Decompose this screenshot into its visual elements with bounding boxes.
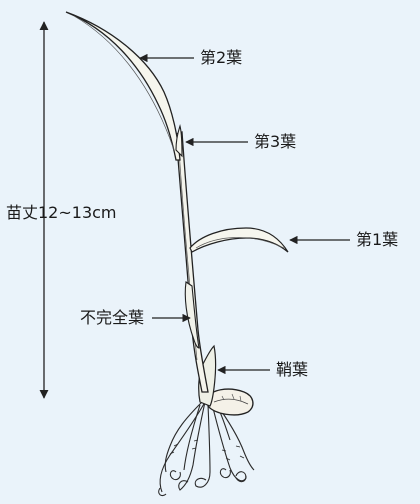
height-label: 苗丈12~13cm (6, 203, 117, 222)
leaf-1 (189, 227, 289, 253)
leaf3-label: 第3葉 (254, 132, 297, 151)
stem (175, 131, 209, 393)
leaf1-label: 第1葉 (356, 230, 399, 249)
coleoptile-label: 鞘葉 (276, 360, 309, 379)
incomplete-leaf (184, 281, 200, 349)
leaf2-label: 第2葉 (200, 48, 243, 67)
incomplete-leaf-label: 不完全葉 (80, 308, 145, 327)
seed (207, 388, 254, 416)
pointer-arrows (139, 53, 350, 375)
leaf-3 (175, 124, 183, 158)
roots (158, 401, 255, 497)
leaf-2 (65, 11, 181, 161)
